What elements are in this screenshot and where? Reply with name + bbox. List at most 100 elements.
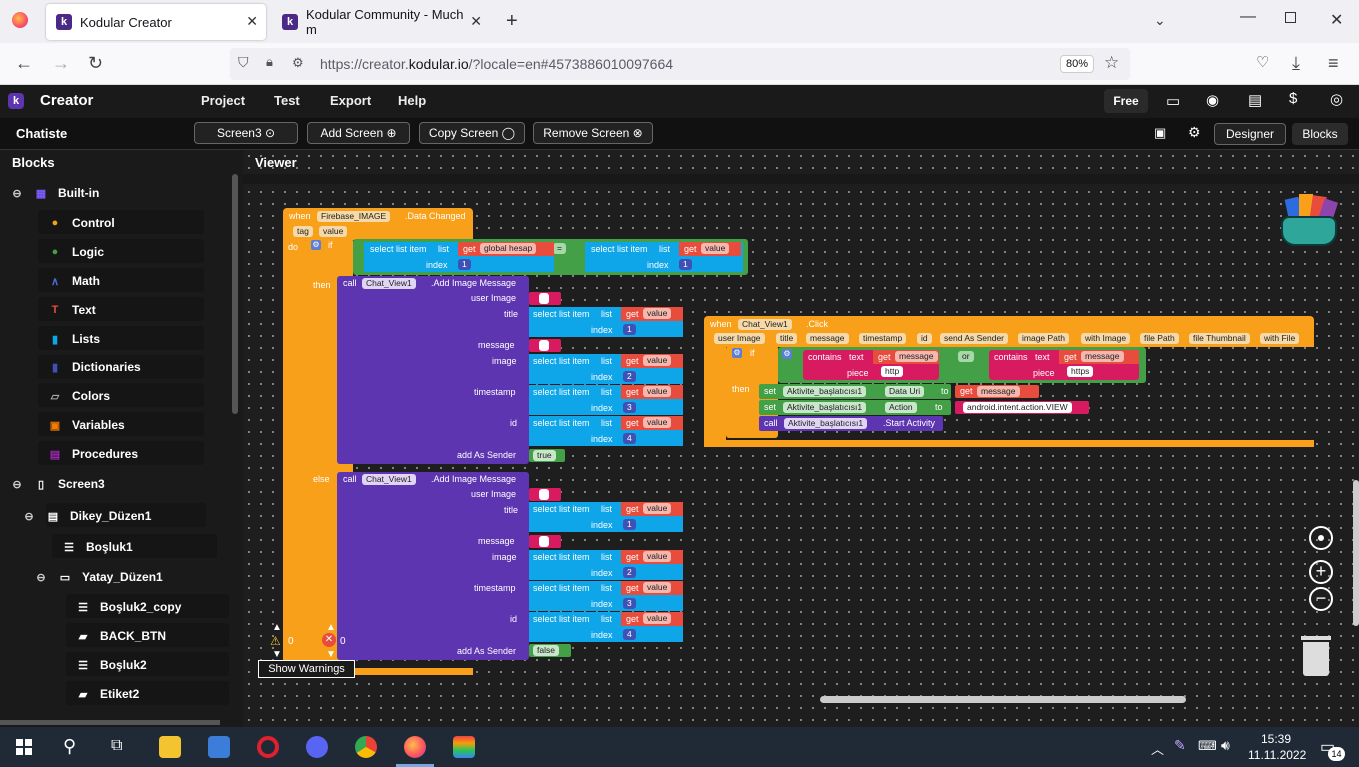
downloads-icon[interactable]: ⤓ bbox=[1292, 53, 1300, 73]
boolean-false-block[interactable]: false bbox=[529, 644, 571, 657]
collapse-icon[interactable]: ⊖ bbox=[12, 478, 22, 491]
bluestacks-icon[interactable] bbox=[453, 736, 475, 758]
index-number[interactable]: 1 bbox=[623, 324, 636, 335]
variable-dropdown[interactable]: value bbox=[643, 355, 672, 366]
designer-button[interactable]: Designer bbox=[1214, 123, 1286, 145]
tree-item-back-btn[interactable]: ▰BACK_BTN bbox=[76, 629, 166, 643]
tree-item-lists[interactable]: ▮Lists bbox=[48, 332, 100, 346]
tree-item-colors[interactable]: ▱Colors bbox=[48, 389, 110, 403]
firefox-menu-icon[interactable] bbox=[12, 12, 28, 28]
event-param[interactable]: with Image bbox=[1081, 333, 1131, 344]
index-number[interactable]: 3 bbox=[623, 598, 636, 609]
index-number[interactable]: 1 bbox=[623, 519, 636, 530]
pocket-icon[interactable]: ♡ bbox=[1256, 54, 1270, 71]
zoom-out-icon[interactable]: − bbox=[1309, 587, 1333, 611]
chrome-icon[interactable] bbox=[355, 736, 377, 758]
call-start-activity-block[interactable]: call Aktivite_başlatıcısı1 .Start Activi… bbox=[759, 416, 943, 431]
variable-dropdown[interactable]: value bbox=[643, 503, 672, 514]
text-literal-block[interactable]: https bbox=[1063, 366, 1105, 378]
event-param[interactable]: id bbox=[917, 333, 932, 344]
close-tab-icon[interactable]: ✕ bbox=[470, 13, 482, 29]
menu-export[interactable]: Export bbox=[330, 93, 372, 108]
text-literal-value[interactable]: http bbox=[881, 366, 904, 377]
close-tab-icon[interactable]: ✕ bbox=[246, 13, 258, 29]
event-param[interactable]: send As Sender bbox=[940, 333, 1009, 344]
param-tag[interactable]: tag bbox=[293, 226, 313, 237]
trash-icon[interactable] bbox=[1301, 636, 1331, 678]
close-window-icon[interactable]: ✕ bbox=[1330, 12, 1344, 29]
arrow-up-icon[interactable]: ▲ bbox=[272, 622, 282, 633]
blocks-button[interactable]: Blocks bbox=[1292, 123, 1348, 145]
select-list-item-block-hesap[interactable]: select list item list get global hesap i… bbox=[364, 242, 554, 272]
network-icon[interactable]: ⌨ bbox=[1198, 738, 1217, 753]
warnings-indicator[interactable]: ▲ ⚠ 0 ▼ bbox=[270, 622, 298, 660]
set-data-uri-block[interactable]: set Aktivite_başlatıcısı1 Data Uri to bbox=[759, 384, 951, 399]
call-add-image-message-else[interactable]: call Chat_View1 .Add Image Message user … bbox=[337, 472, 529, 660]
variable-dropdown[interactable]: message bbox=[895, 351, 938, 362]
property-dropdown[interactable]: Data Uri bbox=[885, 386, 925, 397]
variable-dropdown[interactable]: value bbox=[643, 417, 672, 428]
param-value[interactable]: value bbox=[319, 226, 348, 237]
boolean-dropdown[interactable]: false bbox=[533, 645, 559, 656]
save-icon[interactable]: ▣ bbox=[1154, 125, 1167, 140]
select-list-item-block-value[interactable]: select list item list get value index 1 bbox=[585, 242, 743, 272]
variable-dropdown[interactable]: message bbox=[1081, 351, 1124, 362]
tree-item-yatay-duzen1[interactable]: ⊖▭Yatay_Düzen1 bbox=[34, 570, 162, 584]
arrow-up-icon[interactable]: ▲ bbox=[326, 622, 336, 633]
tree-item-etiket2[interactable]: ▰Etiket2 bbox=[76, 687, 140, 701]
library-icon[interactable]: ▤ bbox=[1248, 92, 1263, 109]
show-hidden-icons-icon[interactable]: ︿ bbox=[1151, 742, 1165, 757]
restore-icon[interactable] bbox=[1285, 12, 1296, 23]
app-menu-icon[interactable]: ≡ bbox=[1328, 53, 1339, 73]
windows-start-icon[interactable] bbox=[16, 739, 32, 755]
volume-icon[interactable]: 🔊︎ bbox=[1221, 737, 1230, 753]
mutator-gear-icon[interactable]: ⚙ bbox=[311, 240, 321, 250]
collapse-icon[interactable]: ⊖ bbox=[36, 571, 46, 584]
minimize-icon[interactable]: — bbox=[1240, 8, 1256, 25]
logic-operator-dropdown[interactable]: or bbox=[958, 351, 974, 362]
reload-icon[interactable]: ↻ bbox=[88, 53, 104, 73]
settings-gear-icon[interactable]: ⚙ bbox=[1188, 124, 1201, 140]
lock-icon[interactable]: 🔒︎ bbox=[266, 54, 273, 69]
call-add-image-message-then[interactable]: call Chat_View1 .Add Image Message user … bbox=[337, 276, 529, 464]
remote-desktop-icon[interactable] bbox=[208, 736, 230, 758]
mutator-gear-icon[interactable]: ⚙ bbox=[782, 349, 792, 359]
back-icon[interactable]: ← bbox=[15, 53, 33, 73]
tab-kodular-creator[interactable]: k Kodular Creator ✕ bbox=[46, 4, 266, 40]
component-dropdown[interactable]: Chat_View1 bbox=[738, 319, 792, 330]
zoom-in-icon[interactable]: + bbox=[1309, 560, 1333, 584]
collapse-icon[interactable]: ⊖ bbox=[24, 510, 34, 523]
index-number[interactable]: 1 bbox=[679, 259, 692, 270]
clock-time[interactable]: 15:39 bbox=[1261, 732, 1292, 746]
zoom-level[interactable]: 80% bbox=[1060, 55, 1095, 73]
brand-title[interactable]: Creator bbox=[40, 92, 94, 109]
event-param[interactable]: message bbox=[806, 333, 849, 344]
screen-selector[interactable]: Screen3 ⊙ bbox=[194, 122, 298, 144]
component-dropdown[interactable]: Aktivite_başlatıcısı1 bbox=[784, 418, 868, 429]
intent-text-block[interactable]: android.intent.action.VIEW bbox=[955, 401, 1089, 414]
text-literal-block[interactable]: http bbox=[877, 366, 913, 378]
event-param[interactable]: timestamp bbox=[859, 333, 907, 344]
permissions-icon[interactable]: ⚙ bbox=[292, 55, 304, 70]
horizontal-scrollbar[interactable] bbox=[0, 720, 220, 725]
index-number[interactable]: 4 bbox=[623, 629, 636, 640]
get-block[interactable]: get value bbox=[679, 242, 741, 256]
tree-item-math[interactable]: ∧Math bbox=[48, 274, 100, 288]
event-param[interactable]: title bbox=[776, 333, 798, 344]
